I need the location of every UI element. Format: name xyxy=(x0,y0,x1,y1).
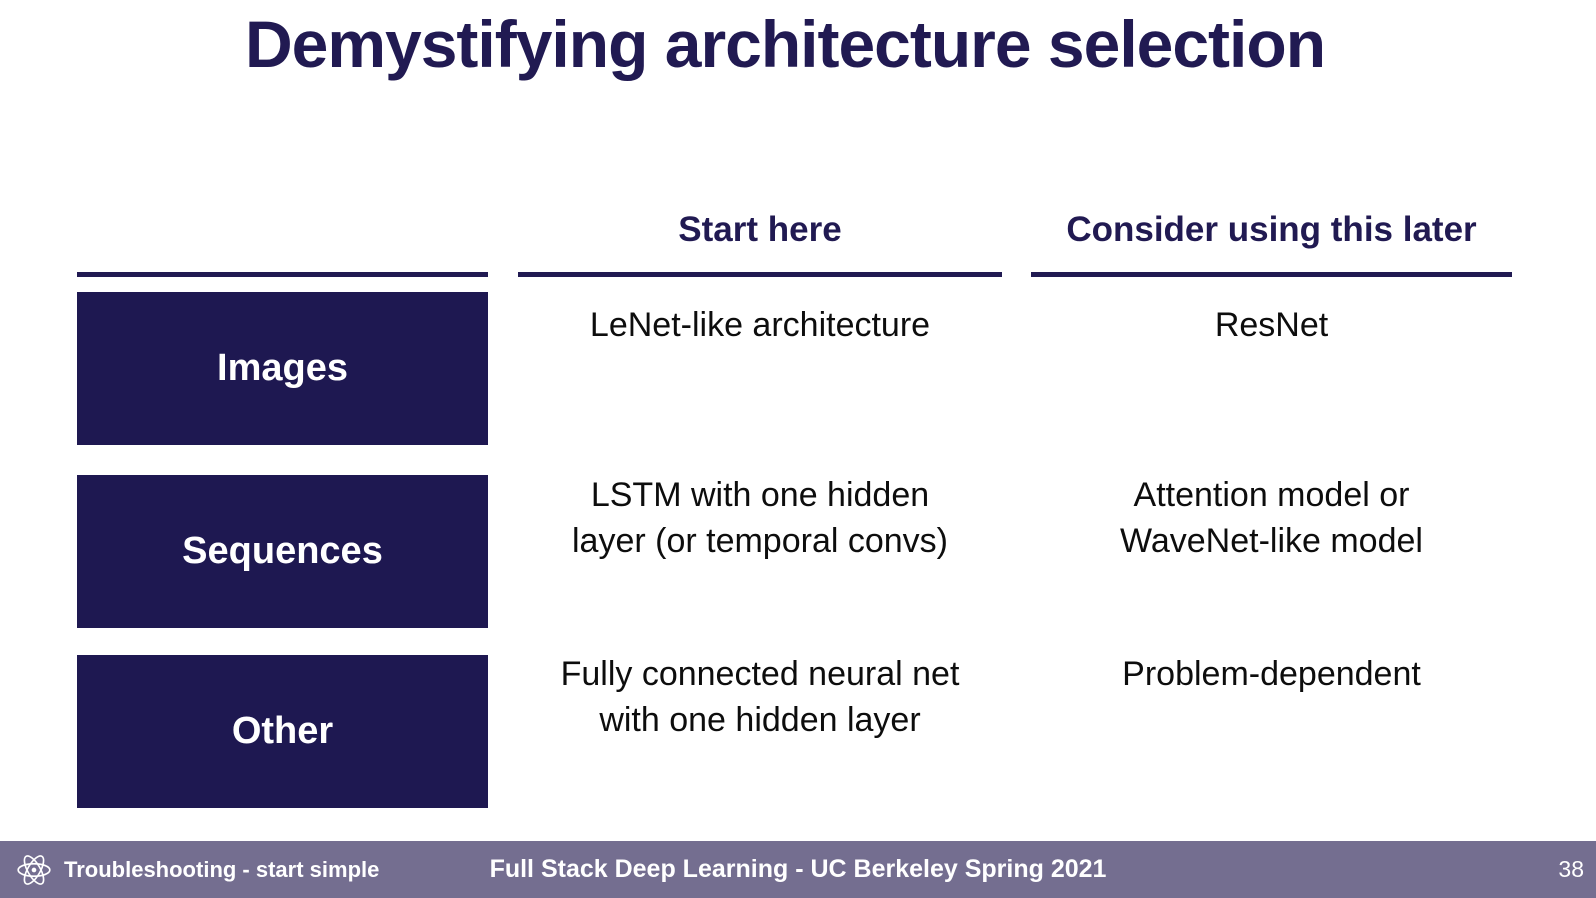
cell-images-start-here: LeNet-like architecture xyxy=(589,306,931,344)
row-label-images: Images xyxy=(217,347,348,389)
footer-left-group: Troubleshooting - start simple xyxy=(14,850,379,890)
cell-other-consider-later: Problem-dependent xyxy=(1122,655,1421,693)
footer-bar: Troubleshooting - start simple Full Stac… xyxy=(0,841,1596,898)
footer-page-number: 38 xyxy=(1558,856,1584,882)
column-rule-start-here xyxy=(518,272,1002,277)
footer-course-label: Full Stack Deep Learning - UC Berkeley S… xyxy=(489,855,1107,883)
column-rule-consider-later xyxy=(1031,272,1512,277)
column-rule-row-labels xyxy=(77,272,488,277)
footer-section-label: Troubleshooting - start simple xyxy=(64,856,380,882)
row-label-other: Other xyxy=(231,710,334,752)
atom-icon xyxy=(17,854,51,885)
page-title: Demystifying architecture selection xyxy=(244,7,1326,81)
column-header-start-here: Start here xyxy=(678,210,842,249)
cell-sequences-consider-later: Attention model or WaveNet-like model xyxy=(1120,476,1423,560)
row-label-sequences: Sequences xyxy=(182,530,383,572)
row-label-box-images: Images xyxy=(77,292,488,445)
row-label-box-other: Other xyxy=(77,655,488,808)
column-header-consider-later: Consider using this later xyxy=(1066,210,1477,249)
cell-images-consider-later: ResNet xyxy=(1214,306,1329,344)
row-label-box-sequences: Sequences xyxy=(77,475,488,628)
cell-sequences-start-here: LSTM with one hidden layer (or temporal … xyxy=(571,476,948,560)
cell-other-start-here: Fully connected neural net with one hidd… xyxy=(560,655,960,739)
